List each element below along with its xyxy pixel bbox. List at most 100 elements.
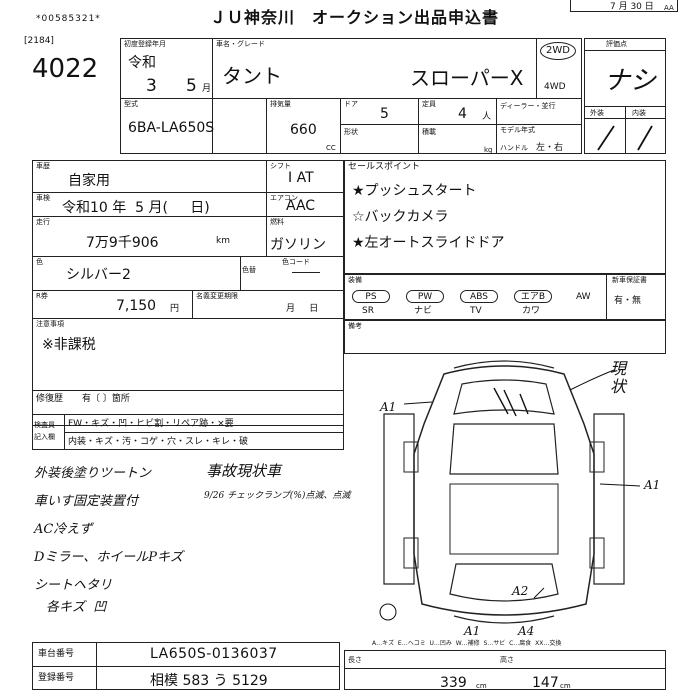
equip-sr: SR [362,306,374,316]
inspector-row-2: 内装・キズ・汚・コゲ・穴・スレ・キレ・破 [68,437,249,447]
capacity-label: 定員 [422,100,436,108]
repair-record: 有〔 〕箇所 [82,394,130,404]
date-suffix: AA [664,4,674,12]
ac-label: エアコン [270,194,298,202]
notes-label: 注意事項 [36,320,64,328]
reg-year: 3 [146,76,157,96]
chassis-label: 車台番号 [38,649,75,659]
hand-note-5: シートヘタリ [34,578,113,593]
damage-mark-3: A2 [512,584,529,598]
eval-value: ナシ [604,66,657,96]
form-title: ＪＵ神奈川 オークション出品申込書 [210,8,500,27]
cc-unit: CC [326,144,336,152]
height-label: 高さ [500,656,514,664]
footer-size-box [344,650,666,690]
sales-point-2: ☆バックカメラ [352,209,449,225]
dealer-label: ディーラー・並行 [500,102,556,110]
usage-box [32,160,344,426]
equip-aw: AW [576,292,591,302]
reg-month: 5 [186,76,197,96]
sales-points-label: セールスポイント [348,162,421,172]
first-reg-label: 初度登録年月 [124,40,166,48]
accident-subnote: 9/26 チェックランプ(%)点滅、点滅 [204,491,351,501]
km-unit: km [216,236,230,246]
car-grade: スローパーX [410,66,524,90]
reg-era: 令和 [128,55,156,71]
sales-points-box [344,160,666,274]
damage-mark-2: A1 [644,478,661,492]
notes: ※非課税 [42,337,96,353]
equipment-box [344,274,666,320]
handle-label: ハンドル [500,144,528,152]
reg-label: 登録番号 [38,673,75,683]
hand-note-3: AC冷えず [34,522,93,537]
accident-note: 事故現状車 [206,462,282,480]
equip-pw: PW [406,290,444,303]
name-change-label: 名義変更期限 [196,292,238,300]
handle: 左・右 [536,143,564,153]
damage-mark-5: A4 [518,624,535,638]
sales-point-3: ★左オートスライドドア [352,235,505,251]
damage-mark-4: A1 [464,624,481,638]
drive-2wd-circled: 2WD [540,42,576,60]
remarks-box [344,320,666,354]
serial-number: *00585321* [36,14,101,24]
damage-legend: A…キズ E…ヘコミ U…凹み W…補修 S…サビ C…腐食 XX…交換 [372,640,562,647]
yen-unit: 円 [170,304,180,314]
equipment-label: 装備 [348,276,362,284]
ac: AAC [286,198,316,214]
category-label: 車歴 [36,162,50,170]
sales-point-1: ★プッシュスタート [352,183,477,199]
equip-abs: ABS [460,290,498,303]
inspector-row-1: FW・キズ・凹・ヒビ割・リペア跡・×要 [68,419,234,429]
car-name: タント [222,64,282,88]
length-unit: cm [476,682,487,690]
displacement-label: 排気量 [270,100,291,108]
doors: 5 [380,106,389,122]
color-change-label: 色替 [242,266,256,274]
exterior-label: 外装 [590,109,604,117]
equip-navi: ナビ [414,306,433,316]
name-label: 車名・グレード [216,40,265,48]
model-year-label: モデル年式 [500,126,535,134]
vehicle-info-box [120,38,582,154]
color: シルバー2 [66,267,131,283]
mileage-label: 走行 [36,218,50,226]
damage-mark-1: A1 [380,400,397,414]
hand-note-4: Dミラー、ホイールPキズ [34,550,184,565]
shift: I AT [288,170,314,186]
eval-label: 評価点 [606,40,627,48]
car-height: 147 [532,675,559,691]
car-length: 339 [440,675,467,691]
form-code: [2184] [24,36,54,46]
model-code: 6BA-LA650S [128,120,215,136]
tax-label: R券 [36,292,48,300]
lot-number: 4022 [32,54,99,84]
height-unit: cm [560,682,571,690]
equip-tv: TV [470,306,482,316]
kg-unit: kg [484,146,493,154]
load-label: 積載 [422,128,436,136]
car-damage-diagram [379,360,641,624]
mileage: 7万9千906 [86,235,159,251]
inspection-date: 令和10 年 5 月( 日) [62,200,210,216]
remarks-label: 備考 [348,322,362,330]
equip-leather: カワ [522,306,541,316]
hand-note-6: 各キズ 凹 [46,600,107,615]
date-box [570,0,678,12]
status-note: 現状 [610,359,627,396]
name-change-date: 月 日 [286,304,319,314]
inspection-label: 車検 [36,194,50,202]
usage-category: 自家用 [68,173,110,189]
auction-date: 7 月 30 日 [610,2,654,12]
model-label: 型式 [124,100,138,108]
capacity: 4 [458,106,467,122]
chassis-number: LA650S-0136037 [150,646,278,662]
color-label: 色 [36,258,43,266]
month-unit: 月 [202,84,212,94]
fuel-label: 燃料 [270,218,284,226]
inspector-label-a: 検査員 [34,421,55,429]
length-label: 長さ [348,656,362,664]
hand-note-2: 車いす固定装置付 [34,494,139,509]
tax-amount: 7,150 [116,298,157,314]
